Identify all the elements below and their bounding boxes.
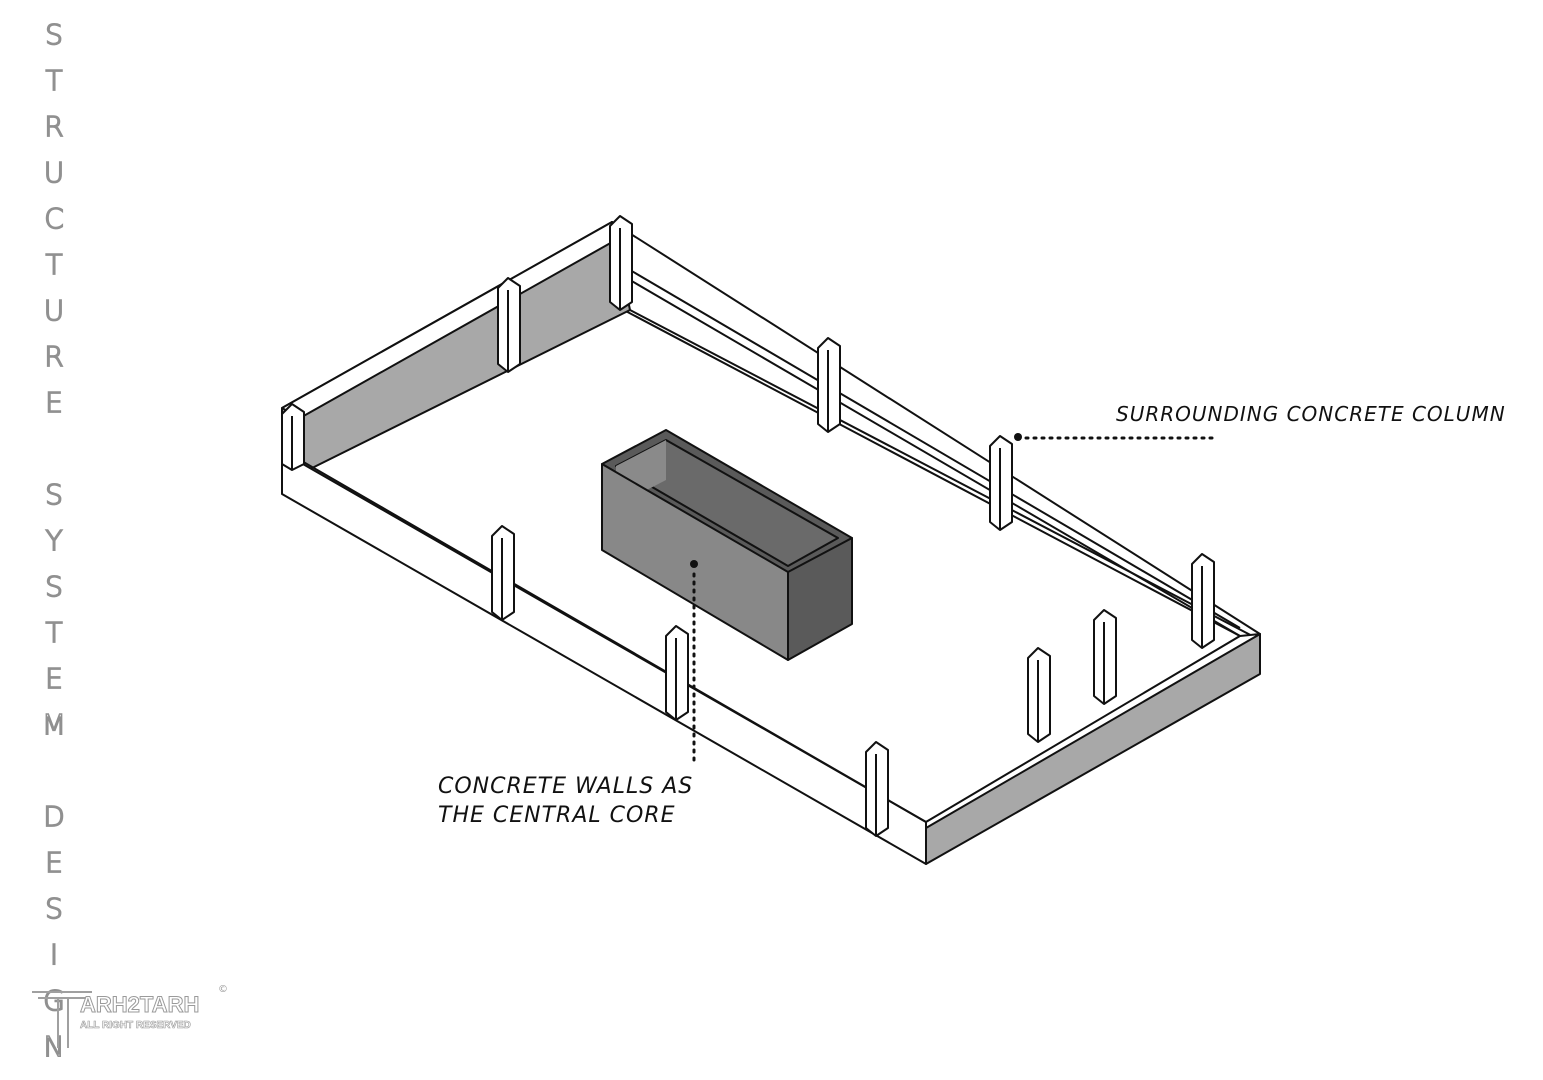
vertical-title-letter: S <box>44 18 63 51</box>
vertical-title-letter: U <box>43 294 65 327</box>
logo-subtext: ALL RIGHT RESERVED <box>80 1020 191 1032</box>
vertical-title-letter: C <box>43 202 64 235</box>
vertical-title-letter: Y <box>45 524 64 557</box>
vertical-title-letter: S <box>44 478 63 511</box>
vertical-title-letter: T <box>45 248 64 281</box>
logo-mark-icon <box>32 991 92 1048</box>
brand-logo: ARH2TARH ALL RIGHT RESERVED © <box>28 984 238 1054</box>
vertical-title-letter: D <box>42 800 65 833</box>
vertical-title-letter: S <box>44 892 63 925</box>
vertical-title-letter: I <box>49 938 59 971</box>
vertical-title-letter: T <box>45 64 64 97</box>
vertical-title-letter: T <box>45 616 64 649</box>
label-central-core: CONCRETE WALLS AS THE CENTRAL CORE <box>438 772 693 830</box>
vertical-title-letter: R <box>43 110 64 143</box>
perimeter-columns <box>281 215 1215 837</box>
label-surrounding-columns: SURROUNDING CONCRETE COLUMN <box>1116 402 1506 426</box>
vertical-title-letter: R <box>43 340 64 373</box>
leader-columns <box>1014 433 1220 441</box>
vertical-title-letter: E <box>44 846 63 879</box>
vertical-title-letter: M <box>41 708 67 741</box>
vertical-title-letter: S <box>44 570 63 603</box>
vertical-title-letter: N <box>43 1030 66 1063</box>
label-core-line1: CONCRETE WALLS AS <box>438 774 694 799</box>
leader-core <box>690 560 698 764</box>
logo-text: ARH2TARH <box>79 992 200 1018</box>
vertical-title-letter: E <box>44 662 63 695</box>
label-core-line2: THE CENTRAL CORE <box>438 803 676 828</box>
vertical-title-letter: U <box>43 156 65 189</box>
copyright-mark: © <box>218 984 228 995</box>
vertical-title-letter: E <box>44 386 63 419</box>
